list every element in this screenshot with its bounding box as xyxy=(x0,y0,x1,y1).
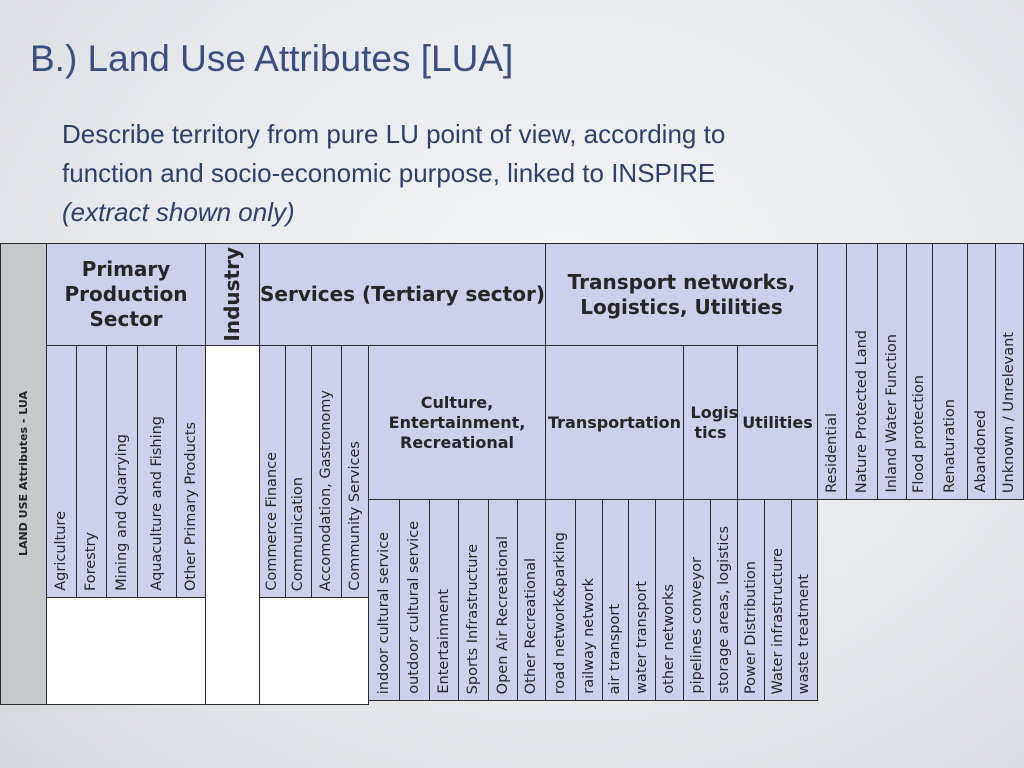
category-label: Aquaculture and Fishing xyxy=(148,416,165,591)
category-water-infrastructure: Water infrastructure xyxy=(764,499,792,701)
slide-description: Describe territory from pure LU point of… xyxy=(62,115,962,232)
category-label: other networks xyxy=(661,584,678,694)
category-label: railway network xyxy=(580,578,597,694)
category-label: Agriculture xyxy=(53,511,70,591)
category-air-transport: air transport xyxy=(602,499,629,701)
category-label: Accomodation, Gastronomy xyxy=(318,389,335,591)
category-road-network: road network&parking xyxy=(545,499,576,701)
subheader-logistics: Logis tics xyxy=(683,345,738,500)
category-label: air transport xyxy=(607,603,624,694)
header-industry-text: Industry xyxy=(220,247,244,342)
category-residential: Residential xyxy=(817,243,847,500)
category-storage: storage areas, logistics xyxy=(710,499,738,701)
category-label: Inland Water Function xyxy=(883,334,900,493)
header-industry: Industry xyxy=(205,243,260,346)
table-side-label: LAND USE Attributes - LUA xyxy=(0,243,47,705)
category-label: Residential xyxy=(823,413,840,493)
category-label: water transport xyxy=(633,581,650,694)
subheader-culture-text: Culture, Entertainment, Recreational xyxy=(388,392,526,452)
category-flood-protection: Flood protection xyxy=(906,243,933,500)
category-power-distribution: Power Distribution xyxy=(737,499,765,701)
category-label: Nature Protected Land xyxy=(853,329,870,493)
subheader-utilities-text: Utilities xyxy=(742,412,813,432)
header-transport: Transport networks, Logistics, Utilities xyxy=(545,243,818,346)
category-agriculture: Agriculture xyxy=(46,345,77,598)
category-sports: Sports Infrastructure xyxy=(458,499,489,701)
category-railway: railway network xyxy=(575,499,603,701)
category-label: storage areas, logistics xyxy=(715,526,732,694)
category-label: Open Air Recreational xyxy=(494,535,511,694)
services-empty-cell xyxy=(259,597,369,705)
category-accomodation: Accomodation, Gastronomy xyxy=(311,345,342,598)
category-mining: Mining and Quarrying xyxy=(106,345,138,598)
industry-empty-cell xyxy=(205,345,260,705)
category-label: Community Services xyxy=(346,441,363,591)
category-other-recreational: Other Recreational xyxy=(517,499,546,701)
category-label: outdoor cultural service xyxy=(406,521,423,694)
subheader-transportation: Transportation xyxy=(545,345,684,500)
category-label: Other Primary Products xyxy=(182,421,199,591)
category-label: Renaturation xyxy=(941,399,958,493)
category-label: Forestry xyxy=(83,531,100,591)
category-label: Unknown / Unrelevant xyxy=(1001,331,1018,493)
category-label: Communication xyxy=(290,476,307,591)
category-waste-treatment: waste treatment xyxy=(791,499,818,701)
category-entertainment: Entertainment xyxy=(429,499,459,701)
category-renaturation: Renaturation xyxy=(932,243,968,500)
subheader-utilities: Utilities xyxy=(737,345,818,500)
category-label: Mining and Quarrying xyxy=(113,434,130,591)
category-nature-protected: Nature Protected Land xyxy=(846,243,878,500)
category-label: Sports Infrastructure xyxy=(465,543,482,694)
category-label: Commerce Finance xyxy=(264,452,281,591)
category-label: Power Distribution xyxy=(742,560,759,694)
category-aquaculture: Aquaculture and Fishing xyxy=(137,345,177,598)
category-label: pipelines conveyor xyxy=(688,557,705,694)
side-label-text: LAND USE Attributes - LUA xyxy=(16,391,30,557)
header-primary-production: Primary Production Sector xyxy=(46,243,206,346)
category-label: Entertainment xyxy=(435,589,452,694)
category-unknown: Unknown / Unrelevant xyxy=(995,243,1024,500)
category-label: Abandoned xyxy=(973,410,990,493)
category-open-air: Open Air Recreational xyxy=(488,499,518,701)
description-note: (extract shown only) xyxy=(62,197,295,227)
other-empty-area xyxy=(817,499,1024,705)
category-label: indoor cultural service xyxy=(375,531,392,694)
category-outdoor-cultural: outdoor cultural service xyxy=(399,499,430,701)
category-label: waste treatment xyxy=(796,573,813,694)
header-transport-text: Transport networks, Logistics, Utilities xyxy=(567,269,796,319)
subheader-logistics-text: Logis tics xyxy=(690,402,739,442)
description-line-1: Describe territory from pure LU point of… xyxy=(62,119,726,149)
header-services-text: Services (Tertiary sector) xyxy=(260,282,545,306)
category-communication: Communication xyxy=(285,345,312,598)
category-forestry: Forestry xyxy=(76,345,107,598)
description-line-2: function and socio-economic purpose, lin… xyxy=(62,158,716,188)
category-label: Other Recreational xyxy=(523,557,540,694)
category-other-networks: other networks xyxy=(655,499,684,701)
header-services: Services (Tertiary sector) xyxy=(259,243,546,346)
category-label: Water infrastructure xyxy=(769,547,786,694)
category-pipelines: pipelines conveyor xyxy=(683,499,711,701)
header-primary-text: Primary Production Sector xyxy=(64,257,188,331)
subheader-culture: Culture, Entertainment, Recreational xyxy=(368,345,546,500)
category-inland-water: Inland Water Function xyxy=(877,243,907,500)
category-label: road network&parking xyxy=(552,531,569,694)
primary-empty-cell xyxy=(46,597,206,705)
category-community-services: Community Services xyxy=(341,345,369,598)
category-abandoned: Abandoned xyxy=(967,243,996,500)
category-other-primary: Other Primary Products xyxy=(176,345,206,598)
category-label: Flood protection xyxy=(911,375,928,493)
subheader-transportation-text: Transportation xyxy=(547,412,682,432)
category-indoor-cultural: indoor cultural service xyxy=(368,499,400,701)
category-commerce-finance: Commerce Finance xyxy=(259,345,286,598)
slide-title: B.) Land Use Attributes [LUA] xyxy=(30,38,514,79)
category-water-transport: water transport xyxy=(628,499,656,701)
